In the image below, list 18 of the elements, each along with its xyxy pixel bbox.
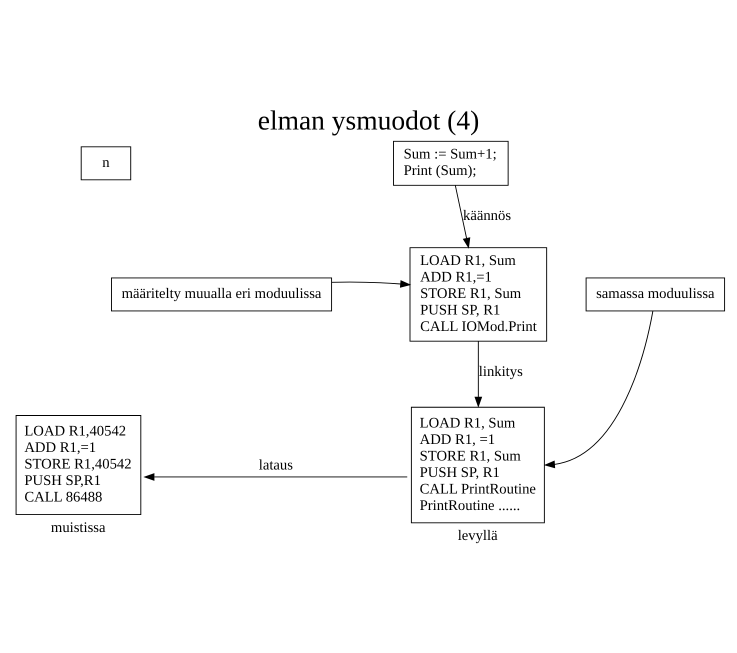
edge-label: lataus: [258, 456, 293, 473]
node-box: samassa moduulissa: [586, 276, 726, 311]
arrow: [474, 340, 482, 408]
edge-label: linkitys: [478, 363, 523, 380]
node-box: n: [80, 146, 132, 180]
node-box: määritelty muualla eri moduulissa: [111, 276, 332, 311]
node-box: LOAD R1,40542 ADD R1,=1 STORE R1,40542 PUSH SP,R1 CALL 86488: [16, 414, 142, 515]
arrow: [143, 472, 408, 480]
node-label: levyllä: [458, 528, 498, 544]
node-box: LOAD R1, Sum ADD R1, =1 STORE R1, Sum PUSH SP, R1 CALL PrintRoutine PrintRoutine ......: [410, 406, 545, 523]
arrow: [454, 184, 470, 248]
node-label: muistissa: [50, 519, 106, 536]
arrow: [544, 310, 654, 468]
edge-label: käännös: [463, 207, 512, 224]
diagram-title: elman ysmuodot (4): [258, 104, 480, 135]
node-box: LOAD R1, Sum ADD R1,=1 STORE R1, Sum PUSH SP, R1 CALL IOMod.Print: [410, 246, 548, 342]
arrow: [331, 280, 412, 288]
node-box: Sum := Sum+1; Print (Sum);: [393, 140, 509, 186]
